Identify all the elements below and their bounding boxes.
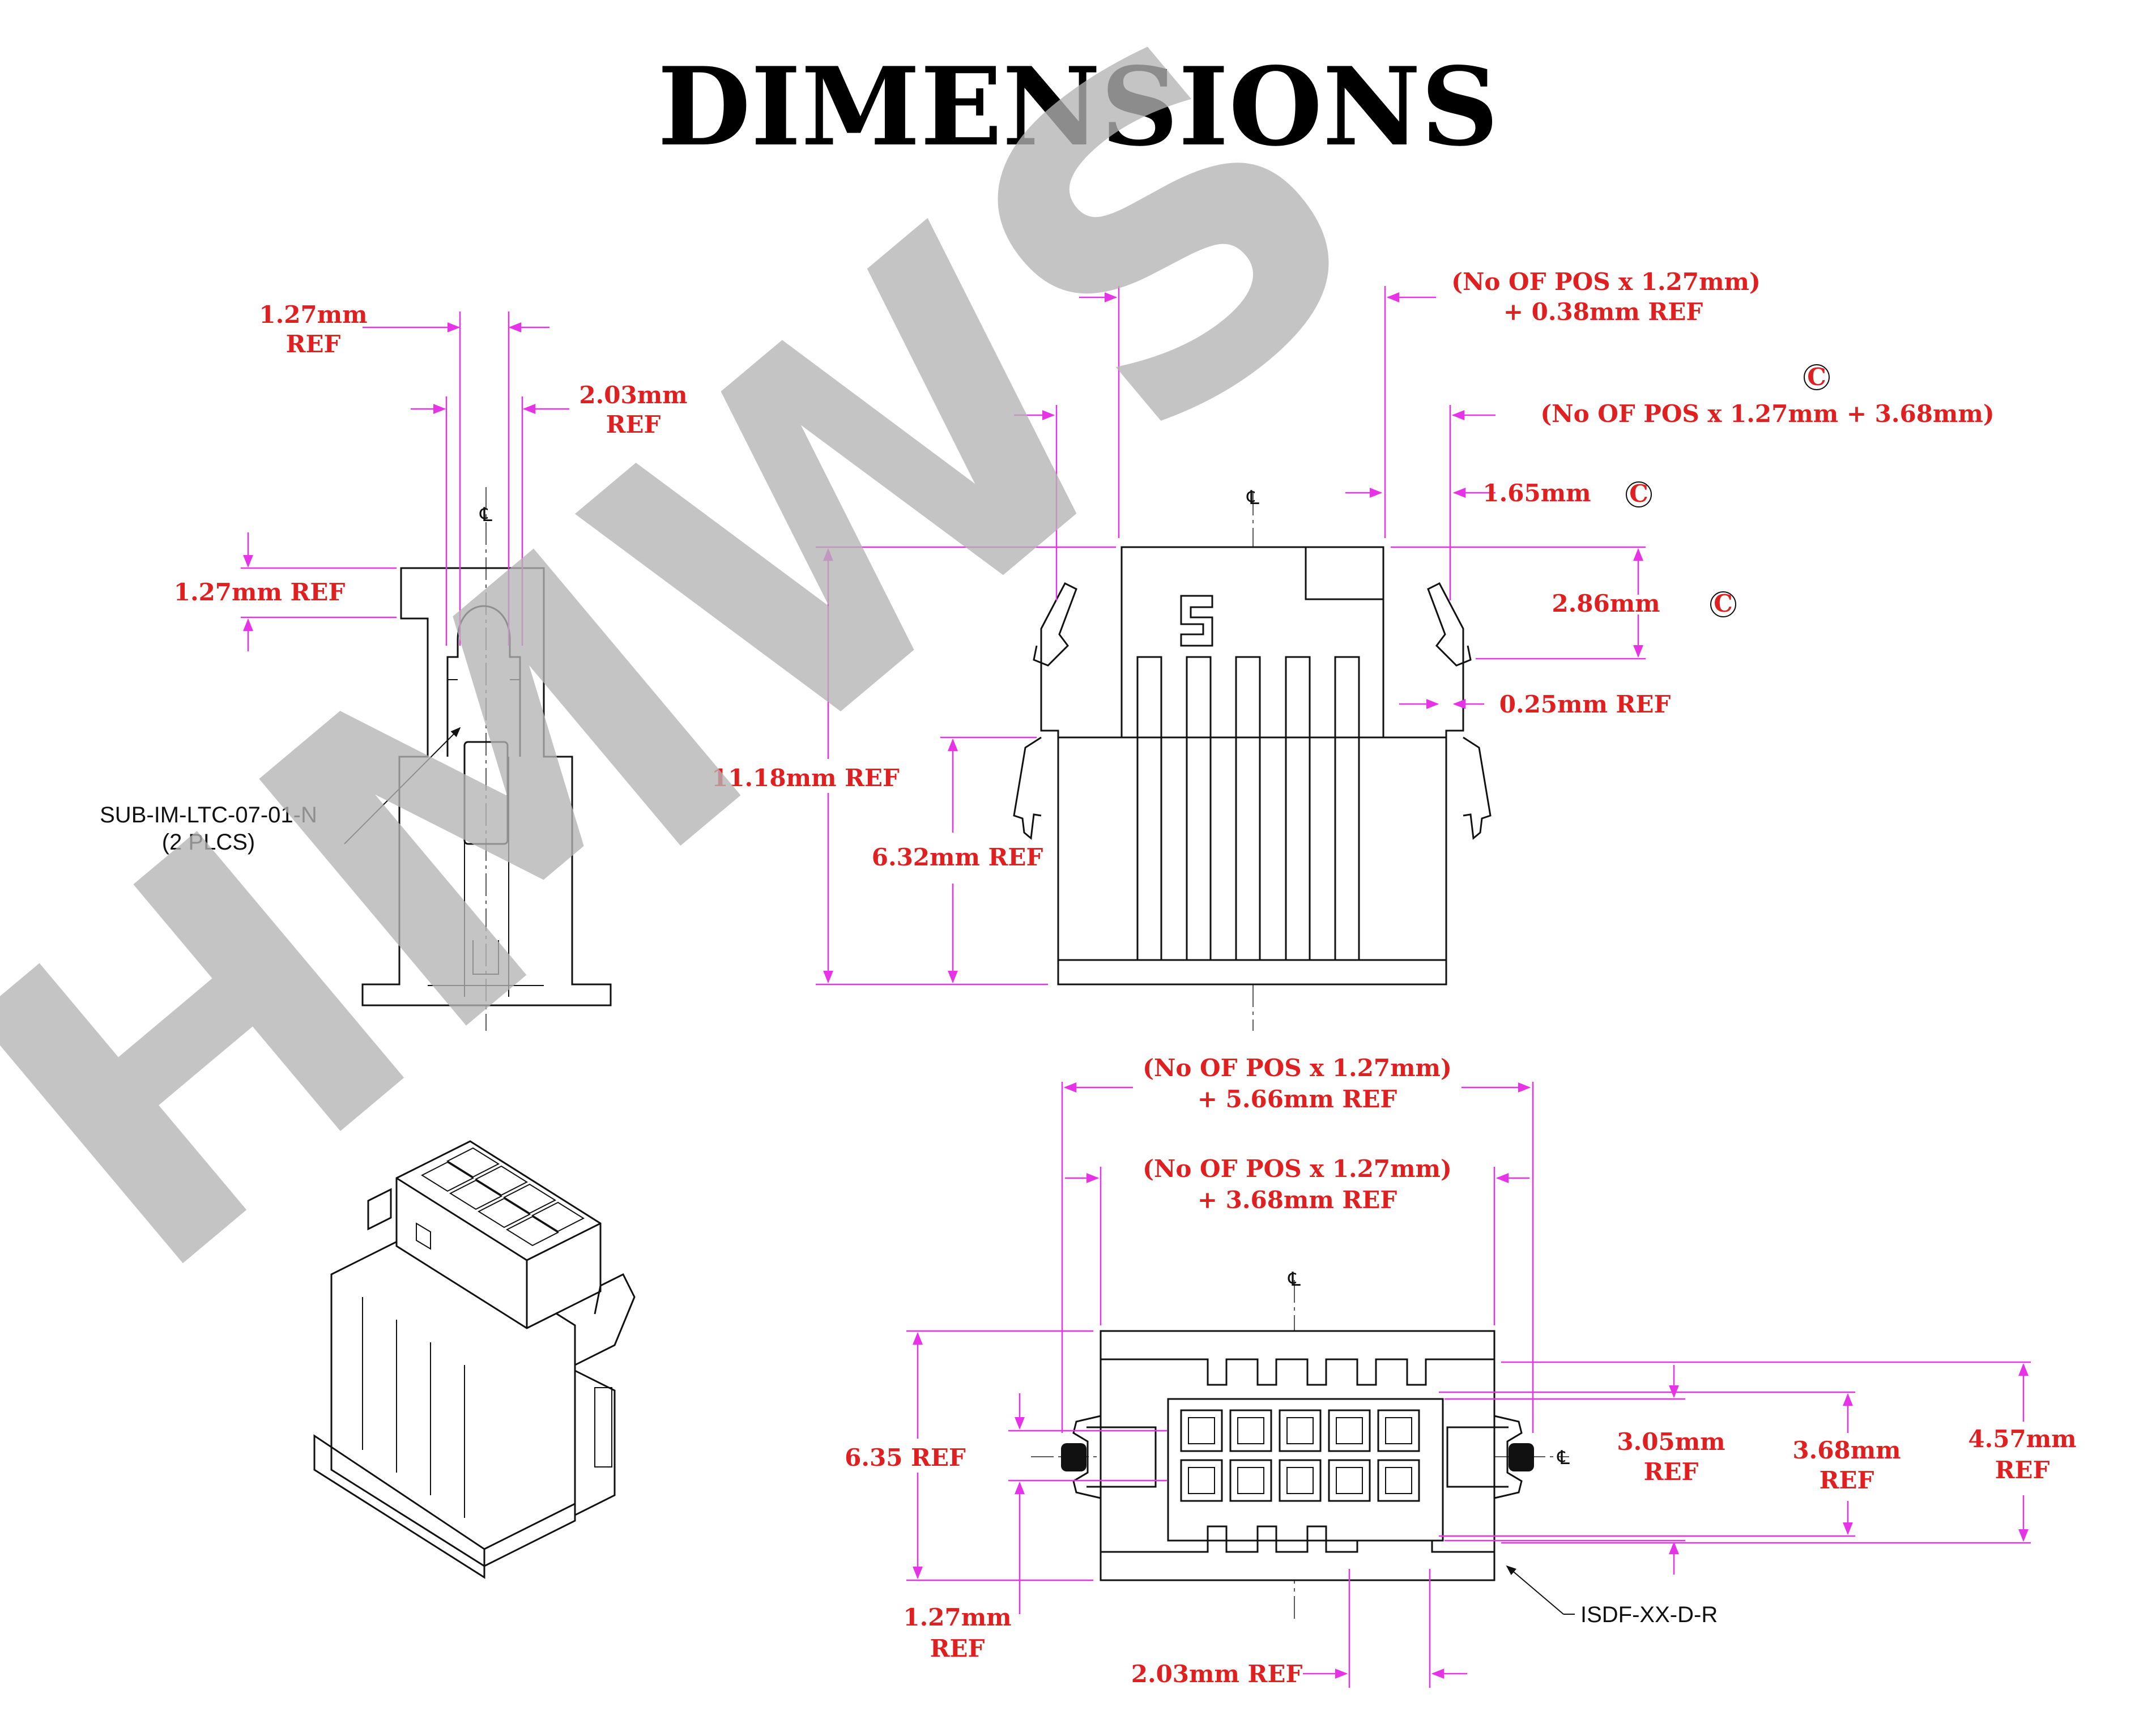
critical-symbol: C [1807,363,1826,391]
front-body-height: 6.32mm REF [872,843,1043,871]
front-inner-width-2: + 0.38mm REF [1503,298,1703,326]
bottom-dim-a-2: REF [1644,1458,1699,1486]
front-upper-housing [1120,546,1384,739]
front-left-latch [1013,582,1077,840]
bottom-body-width-1: (No OF POS x 1.27mm) [1143,1155,1452,1183]
side-slot-label-1: 2.03mm [579,381,687,409]
side-pitch-label-1: 1.27mm [259,301,367,329]
centerline-symbol: ℄ [1246,487,1259,509]
bottom-overall-width-2: + 5.66mm REF [1198,1085,1397,1113]
front-right-latch [1427,582,1492,840]
side-top-label: 1.27mm REF [174,578,346,606]
bottom-dim-c-1: 4.57mm [1968,1425,2076,1453]
bottom-row-pitch-2: REF [930,1635,985,1662]
front-outer-width: (No OF POS x 1.27mm + 3.68mm) [1540,400,1994,428]
side-view-contact [446,605,521,757]
front-total-height: 11.18mm REF [711,764,900,792]
bottom-body-width-2: + 3.68mm REF [1198,1186,1397,1214]
centerline-symbol: ℄ [479,504,492,526]
bottom-view: ℄ ℄ [845,1054,2077,1688]
bottom-row-pitch-1: 1.27mm [903,1603,1011,1631]
bottom-right-latch [1446,1415,1534,1499]
bottom-cavities [1180,1409,1420,1502]
side-pitch-label-2: REF [286,330,341,358]
front-view: ℄ (No OF POS x 1.27mm) + 0.38mm REF (No … [711,268,1995,1031]
bottom-callout: ISDF-XX-D-R [1580,1602,1718,1627]
centerline-symbol: ℄ [1288,1268,1301,1291]
bottom-pitch: 2.03mm REF [1131,1660,1303,1688]
front-clearance: 0.25mm REF [1499,690,1671,718]
front-key-block [1305,546,1384,600]
isometric-view [313,1140,636,1579]
polarization-mark [1180,595,1213,647]
centerline-symbol: ℄ [1557,1447,1570,1469]
bottom-dim-a-1: 3.05mm [1617,1428,1725,1456]
front-inner-width-1: (No OF POS x 1.27mm) [1451,268,1761,296]
critical-symbol: C [1629,480,1648,507]
bottom-dim-c-2: REF [1995,1456,2050,1484]
isometric-cavities [420,1147,585,1247]
side-callout-line-2: (2 PLCS) [162,830,255,855]
side-slot-label-2: REF [606,411,661,438]
side-view: ℄ 1.27mm REF 2.03mm REF 1.27mm REF SUB-I… [100,301,688,1031]
page-title: DIMENSIONS [658,44,1499,170]
critical-symbol: C [1714,590,1732,617]
bottom-dim-b-1: 3.68mm [1792,1436,1901,1464]
front-lower-body [1057,736,1447,986]
front-slots [1136,656,1360,961]
bottom-height: 6.35 REF [845,1444,966,1471]
bottom-overall-width-1: (No OF POS x 1.27mm) [1143,1054,1452,1082]
side-view-outline [361,567,612,1006]
side-view-pin-window [463,741,509,845]
bottom-left-latch [1061,1415,1157,1499]
front-latch-height: 2.86mm [1552,590,1660,617]
front-side-dim: 1.65mm [1482,479,1591,507]
bottom-dim-b-2: REF [1820,1466,1874,1494]
bottom-body [1100,1330,1495,1581]
side-callout-line-1: SUB-IM-LTC-07-01-N [100,803,317,827]
bottom-cavity-block [1167,1398,1444,1542]
